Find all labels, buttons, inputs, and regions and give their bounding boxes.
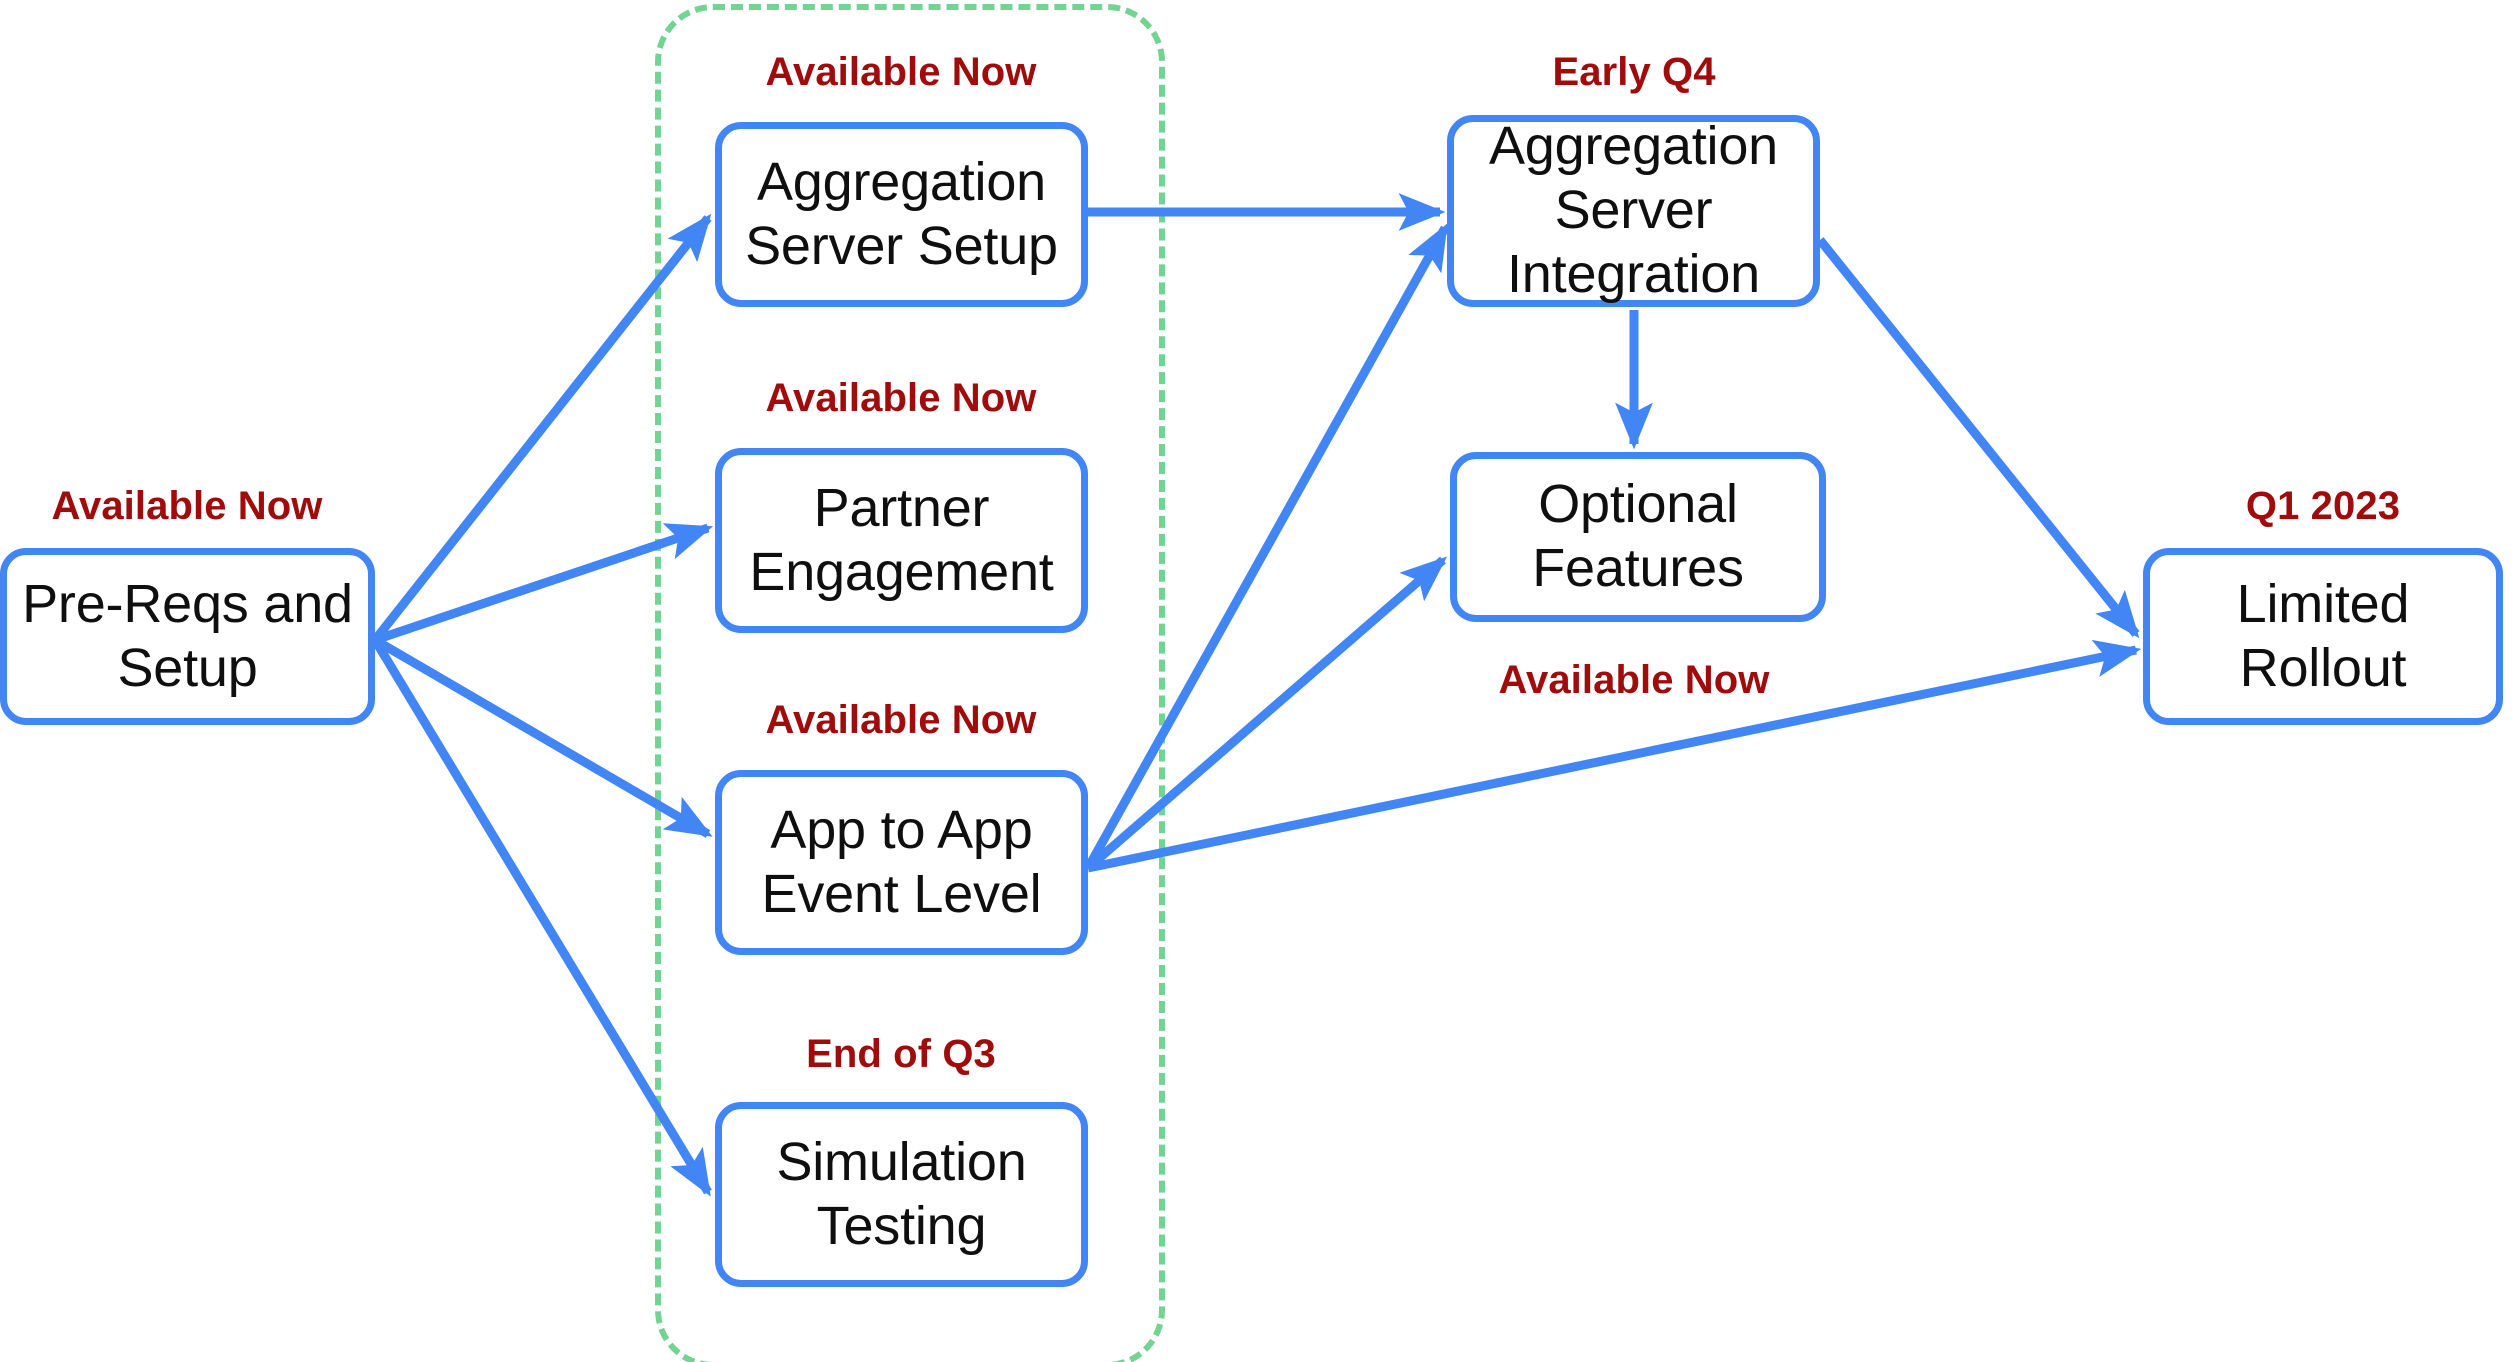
edge-app-to-app-to-optional-features <box>1085 556 1448 872</box>
badge-simulation-testing: End of Q3 <box>806 1032 996 1076</box>
edge-prereqs-to-partner-engagement <box>373 523 714 645</box>
node-optional-features[interactable]: Optional Features <box>1450 452 1826 622</box>
edge-app-to-app-to-agg-integration <box>1084 223 1449 871</box>
node-aggregation-server-setup[interactable]: Aggregation Server Setup <box>715 122 1088 307</box>
badge-aggregation-server-integration: Early Q4 <box>1552 50 1716 94</box>
edge-agg-integration-to-limited-rollout <box>1816 237 2140 639</box>
edge-prereqs-to-aggregation-server-setup <box>371 213 712 643</box>
badge-limited-rollout: Q1 2023 <box>2245 484 2401 528</box>
badge-aggregation-server-setup: Available Now <box>765 50 1037 94</box>
node-app-to-app-event-level[interactable]: App to App Event Level <box>715 770 1088 955</box>
node-aggregation-server-integration[interactable]: Aggregation Server Integration <box>1447 115 1820 307</box>
badge-pre-reqs-and-setup: Available Now <box>51 484 323 528</box>
node-simulation-testing[interactable]: Simulation Testing <box>715 1102 1088 1287</box>
edge-app-to-app-to-limited-rollout <box>1087 639 2142 873</box>
node-limited-rollout[interactable]: Limited Rollout <box>2143 548 2503 725</box>
badge-optional-features: Available Now <box>1498 658 1770 702</box>
edge-prereqs-to-app-to-app-event-level <box>372 636 713 838</box>
badge-partner-engagement: Available Now <box>765 376 1037 420</box>
edge-prereqs-to-simulation-testing <box>371 637 712 1197</box>
available-now-group-container <box>655 4 1165 1362</box>
badge-app-to-app-event-level: Available Now <box>765 698 1037 742</box>
node-partner-engagement[interactable]: Partner Engagement <box>715 448 1088 633</box>
node-pre-reqs-and-setup[interactable]: Pre-Reqs and Setup <box>0 548 375 725</box>
